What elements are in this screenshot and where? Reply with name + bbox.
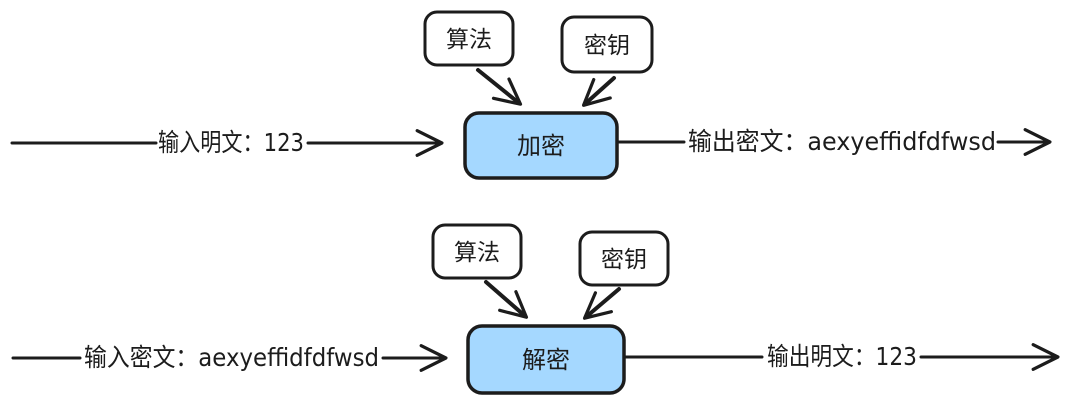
encrypt-algorithm-box [423,10,515,67]
decrypt-flow-row: 输入密文：aexyeffidfdfwsd 算法 密钥 解密 输出明文：123 [11,223,1060,395]
encrypt-process-label: 加密 [517,132,565,160]
decrypt-process-label: 解密 [522,346,570,374]
decrypt-process-box [466,324,626,395]
decrypt-algorithm-box [431,223,523,280]
encrypt-output-text: 输出密文：aexyeffidfdfwsd [688,127,996,156]
encrypt-algorithm-to-process-arrow [476,68,523,106]
decrypt-algorithm-label: 算法 [454,240,500,266]
encrypt-key-to-process-arrow [581,76,616,107]
decrypt-output-text: 输出明文：123 [767,342,917,371]
decrypt-algorithm-to-process-arrow [484,280,529,319]
decrypt-input-text: 输入密文：aexyeffidfdfwsd [84,343,379,372]
decrypt-key-label: 密钥 [601,247,647,273]
decrypt-key-box [578,230,670,287]
encrypt-input-text: 输入明文：123 [158,128,304,157]
encrypt-flow-row: 输入明文：123 算法 密钥 加密 输出密文：aexyeffidfdfwsd [10,10,1052,180]
encrypt-key-label: 密钥 [584,33,630,59]
encrypt-process-box [463,111,619,180]
encrypt-key-box [560,15,654,74]
encrypt-algorithm-label: 算法 [446,27,492,53]
decrypt-key-to-process-arrow [582,287,621,320]
